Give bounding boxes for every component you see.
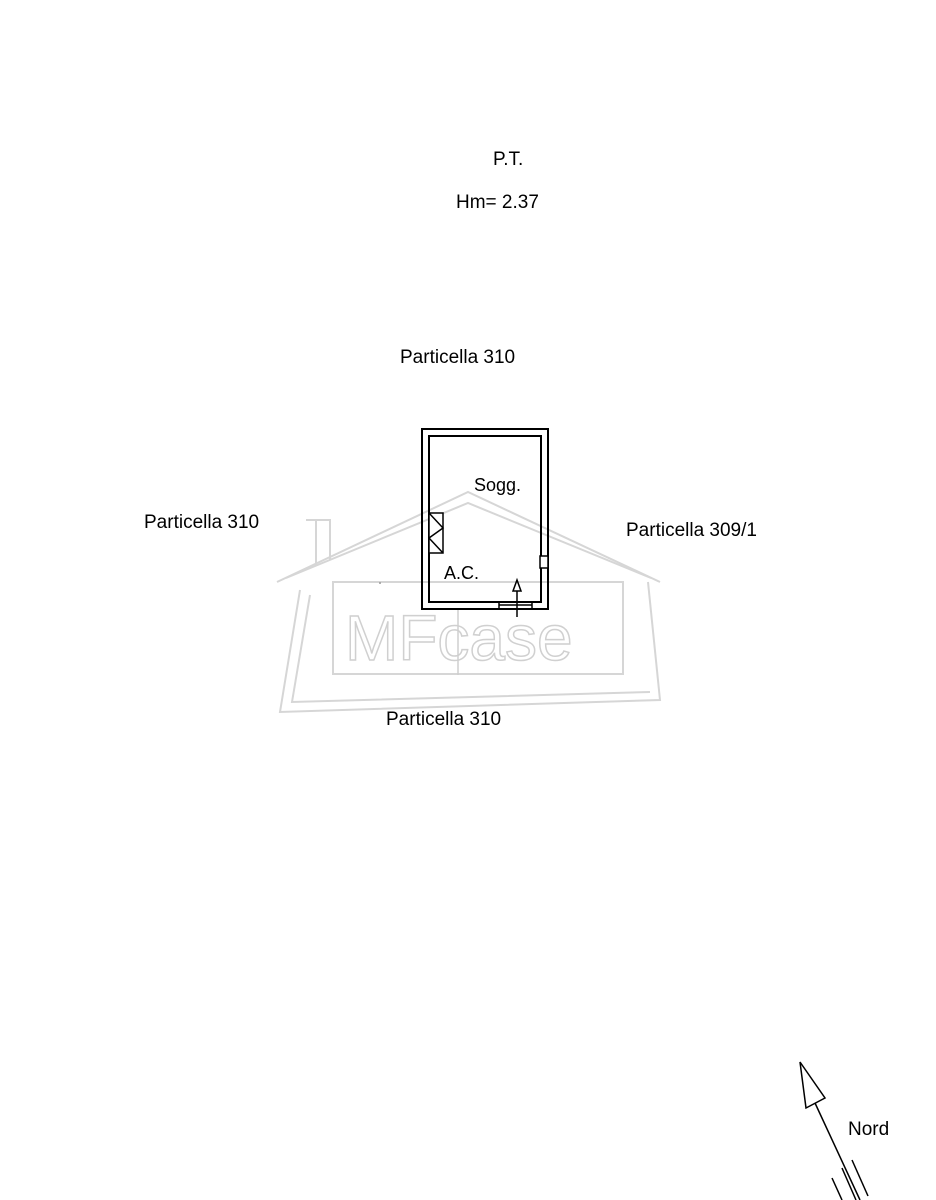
room-label-ac: A.C.	[444, 563, 480, 583]
entrance-door	[498, 602, 533, 609]
floor-level-label: P.T.	[493, 149, 524, 170]
parcel-label-top: Particella 310	[400, 347, 516, 368]
north-arrow-icon	[799, 1061, 869, 1200]
parcel-label-right: Particella 309/1	[626, 520, 757, 541]
room-label-sogg: Sogg.	[474, 475, 522, 495]
dot-mark	[379, 582, 381, 584]
watermark-logo: MFcase	[276, 490, 662, 714]
wall-fixture	[427, 512, 445, 554]
parcel-label-bottom: Particella 310	[386, 709, 502, 730]
parcel-label-left: Particella 310	[144, 512, 260, 533]
north-label: Nord	[848, 1119, 890, 1140]
entry-arrow-icon	[511, 577, 523, 617]
watermark-text: MFcase	[345, 602, 573, 674]
room-height-label: Hm= 2.37	[456, 192, 539, 213]
right-window	[539, 555, 549, 569]
